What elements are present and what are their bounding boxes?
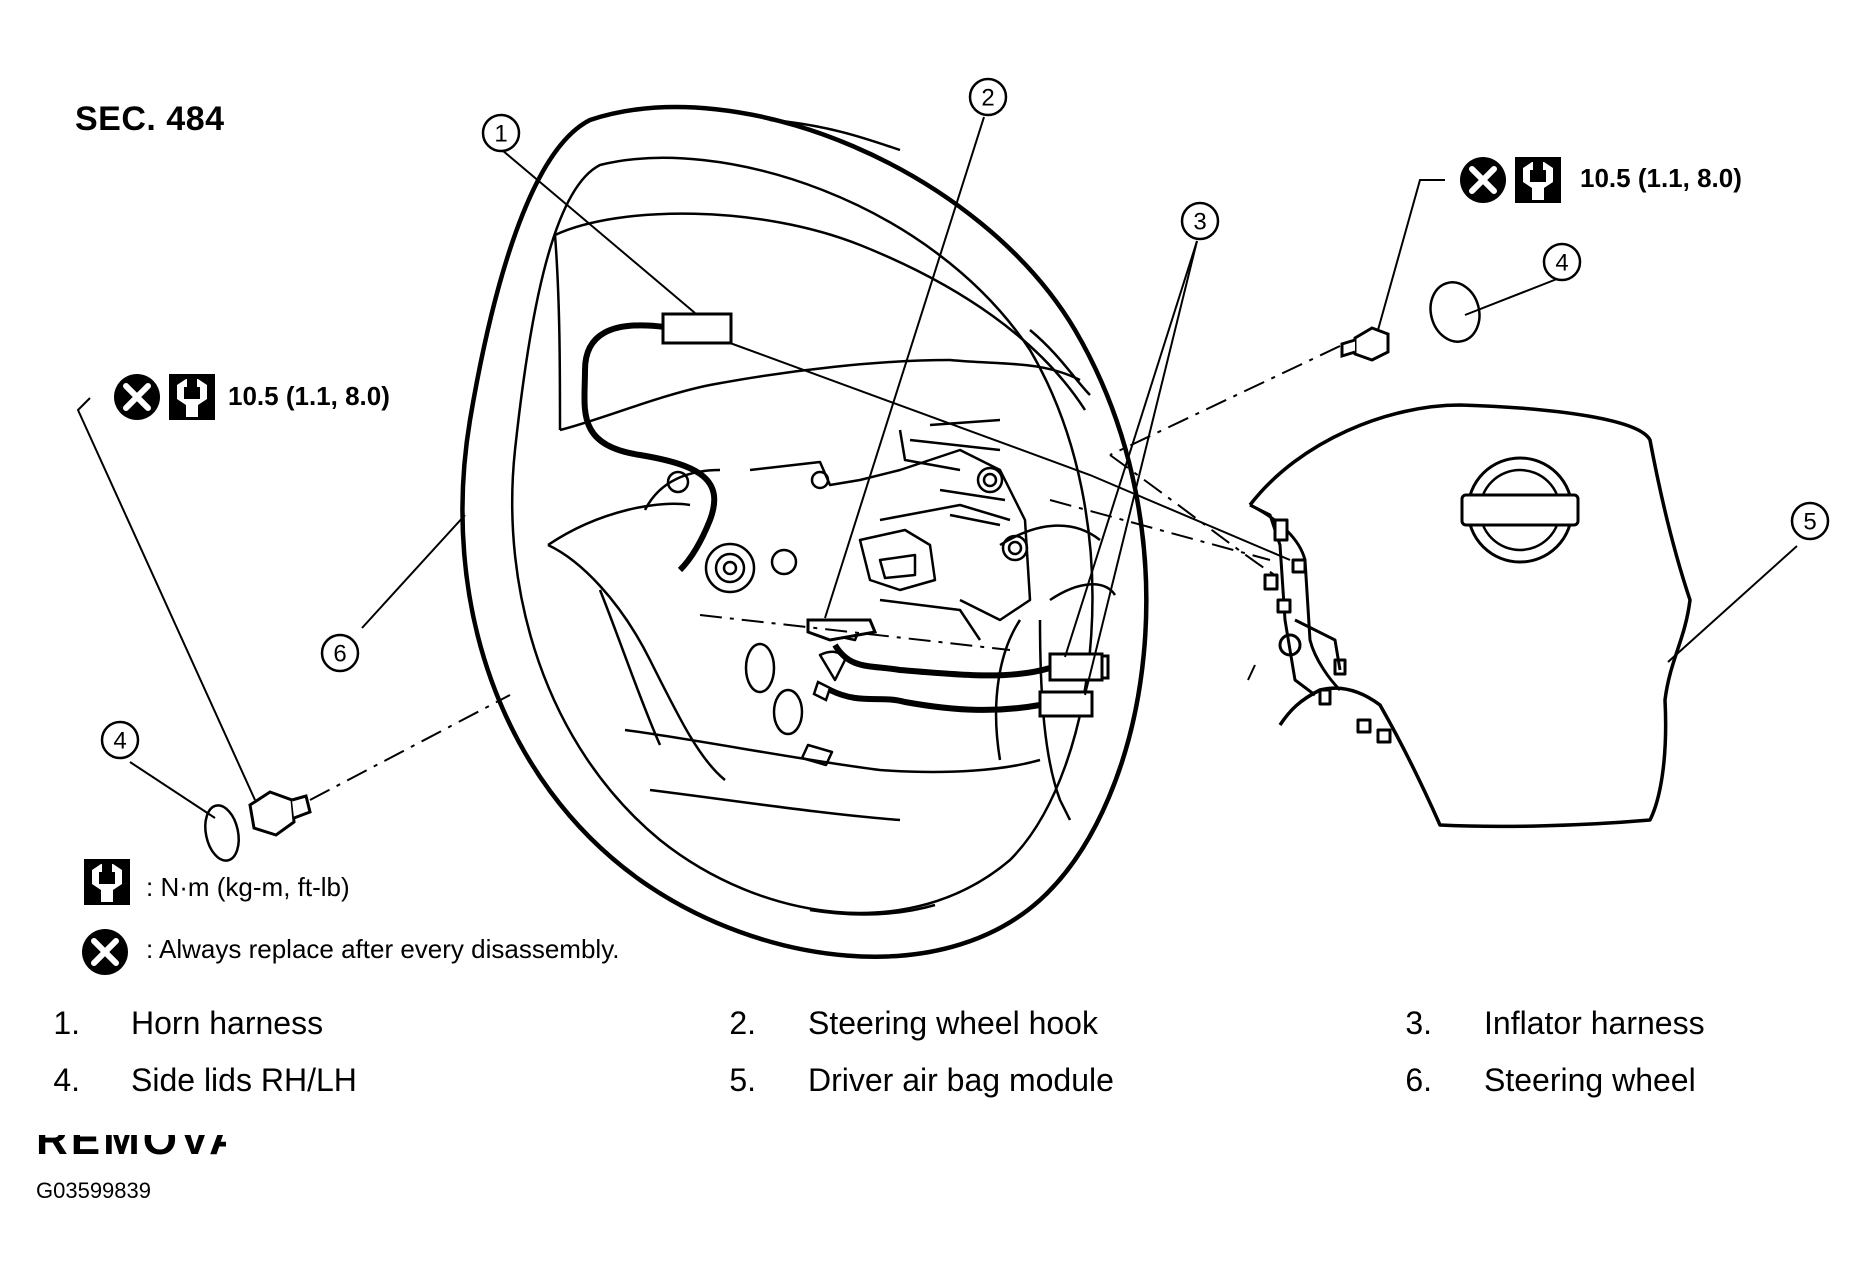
always-replace-icon-right <box>1460 157 1506 203</box>
callout-5-circle <box>1790 501 1830 541</box>
cut-off-heading: REMOVAL <box>36 1135 226 1161</box>
callout-6-label: 6 <box>333 641 346 668</box>
part-name: Steering wheel hook <box>808 1005 1098 1041</box>
part-name: Inflator harness <box>1484 1005 1705 1041</box>
callout-4-left-label: 4 <box>113 728 126 755</box>
torque-wrench-icon <box>84 859 130 905</box>
part-name: Steering wheel <box>1484 1062 1696 1098</box>
part-name: Horn harness <box>131 1005 324 1041</box>
part-name: Side lids RH/LH <box>131 1062 357 1098</box>
horn-harness-wire <box>581 322 718 573</box>
callout-3-label: 3 <box>1193 209 1206 236</box>
leader-lines <box>76 116 1798 819</box>
inflator-harness-wire-upper <box>832 643 1051 679</box>
part-number: 1. <box>53 1005 80 1041</box>
callout-2-label: 2 <box>981 85 994 112</box>
callout-4-right-label: 4 <box>1555 250 1568 277</box>
callout-6-circle <box>320 633 360 673</box>
side-lid-right <box>1429 281 1481 343</box>
side-lid-left <box>204 804 240 862</box>
legend-torque-unit: : N·m (kg-m, ft-lb) <box>146 872 350 902</box>
figure-id: G03599839 <box>36 1178 151 1203</box>
bolt-right <box>1340 326 1390 362</box>
callout-4-right-circle <box>1542 242 1582 282</box>
always-replace-icon <box>82 929 128 975</box>
air-bag-module-drawing <box>1248 403 1692 829</box>
torque-wrench-icon-left <box>169 374 215 420</box>
part-number: 2. <box>729 1005 756 1041</box>
callout-1-circle <box>481 113 521 153</box>
part-number: 4. <box>53 1062 80 1098</box>
part-number: 5. <box>729 1062 756 1098</box>
inflator-connector-lower <box>1038 690 1094 718</box>
part-name: Driver air bag module <box>808 1062 1114 1098</box>
part-number: 6. <box>1405 1062 1432 1098</box>
callout-4-left-circle <box>100 720 140 760</box>
section-title: SEC. 484 <box>75 100 225 138</box>
torque-spec-left: 10.5 (1.1, 8.0) <box>228 381 390 411</box>
legend-always-replace: : Always replace after every disassembly… <box>146 934 620 964</box>
callout-5-label: 5 <box>1803 509 1816 536</box>
part-number: 3. <box>1405 1005 1432 1041</box>
always-replace-icon-left <box>114 374 160 420</box>
callout-2-circle <box>968 77 1008 117</box>
horn-harness-connector <box>661 312 733 345</box>
callout-3-circle <box>1180 201 1220 241</box>
torque-wrench-icon-right <box>1515 157 1561 203</box>
steering-wheel-drawing <box>460 104 1149 959</box>
callout-circles <box>100 77 1830 760</box>
torque-spec-right: 10.5 (1.1, 8.0) <box>1580 163 1742 193</box>
bolt-left <box>248 790 312 837</box>
inflator-harness-wire-lower <box>828 687 1041 713</box>
callout-1-label: 1 <box>494 121 507 148</box>
